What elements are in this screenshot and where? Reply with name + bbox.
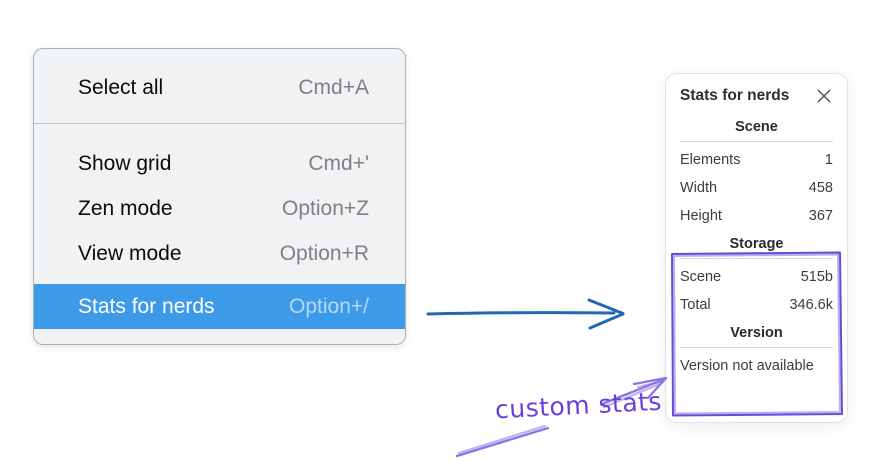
panel-header: Stats for nerds	[680, 87, 833, 105]
stat-label: Height	[680, 208, 722, 224]
stat-value: 1	[824, 152, 833, 168]
menu-item-label: View mode	[78, 241, 182, 265]
stats-for-nerds-panel: Stats for nerds Scene Elements 1 Width 4…	[665, 73, 848, 423]
menu-item-shortcut: Cmd+'	[308, 151, 369, 175]
menu-item-zen-mode[interactable]: Zen mode Option+Z	[34, 186, 405, 231]
menu-item-stats-for-nerds[interactable]: Stats for nerds Option+/	[34, 284, 405, 329]
stat-value: 346.6k	[789, 297, 833, 313]
section-version: Version Version not available	[680, 325, 833, 376]
panel-title: Stats for nerds	[680, 87, 790, 104]
section-divider	[680, 347, 833, 348]
menu-item-label: Select all	[78, 75, 164, 99]
menu-group-top: Select all Cmd+A	[34, 49, 405, 123]
menu-item-label: Show grid	[78, 151, 172, 175]
menu-item-label: Zen mode	[78, 196, 173, 220]
menu-item-view-mode[interactable]: View mode Option+R	[34, 231, 405, 276]
menu-divider	[34, 123, 405, 124]
menu-item-shortcut: Option+R	[279, 241, 369, 265]
menu-item-show-grid[interactable]: Show grid Cmd+'	[34, 141, 405, 186]
blue-arrow	[426, 298, 625, 330]
stat-row-elements: Elements 1	[680, 150, 833, 170]
context-menu: Select all Cmd+A Show grid Cmd+' Zen mod…	[33, 48, 406, 345]
stat-label: Elements	[680, 152, 741, 168]
stat-value: 515b	[800, 269, 833, 285]
version-note: Version not available	[680, 358, 814, 374]
section-heading: Version	[730, 325, 783, 341]
section-heading: Scene	[735, 119, 778, 135]
stat-value: 458	[808, 180, 833, 196]
stat-label: Total	[680, 297, 711, 313]
section-scene: Scene Elements 1 Width 458 Height 367	[680, 119, 833, 226]
section-storage: Storage Scene 515b Total 346.6k	[680, 236, 833, 315]
menu-item-shortcut: Option+/	[289, 294, 369, 318]
menu-group-bottom: Show grid Cmd+' Zen mode Option+Z View m…	[34, 124, 405, 344]
menu-item-shortcut: Cmd+A	[298, 75, 369, 99]
stat-value: 367	[808, 208, 833, 224]
menu-item-label: Stats for nerds	[78, 294, 215, 318]
close-icon	[817, 89, 831, 103]
section-heading: Storage	[729, 236, 784, 252]
stat-row-scene-storage: Scene 515b	[680, 267, 833, 287]
stat-label: Scene	[680, 269, 722, 285]
stat-row-height: Height 367	[680, 206, 833, 226]
section-divider	[680, 258, 833, 259]
custom-stats-label: custom stats	[494, 386, 663, 425]
menu-item-select-all[interactable]: Select all Cmd+A	[34, 65, 405, 110]
stat-row-total-storage: Total 346.6k	[680, 295, 833, 315]
section-divider	[680, 141, 833, 142]
stat-label: Width	[680, 180, 718, 196]
menu-item-shortcut: Option+Z	[282, 196, 369, 220]
close-button[interactable]	[815, 87, 833, 105]
stat-row-width: Width 458	[680, 178, 833, 198]
